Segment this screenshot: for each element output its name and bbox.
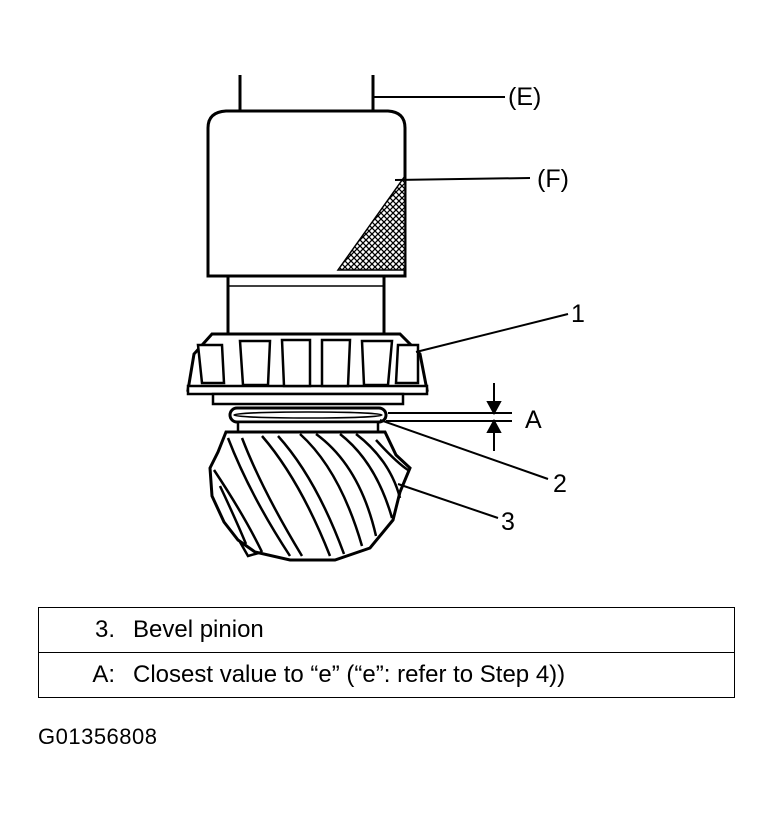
legend-key: A: — [92, 661, 115, 688]
legend-row: 3. Bevel pinion — [38, 607, 735, 653]
tool-neck — [226, 274, 386, 336]
dimension-a — [386, 383, 512, 451]
tool-rod-e — [238, 75, 375, 112]
callout-2: 2 — [553, 470, 567, 498]
callout-1: 1 — [571, 300, 585, 328]
press-tool-f — [206, 109, 407, 278]
legend-text: Bevel pinion — [133, 616, 264, 643]
roller-bearing — [186, 332, 429, 406]
legend-text: Closest value to “e” (“e”: refer to Step… — [133, 661, 566, 688]
bevel-pinion — [208, 420, 412, 562]
legend-table: 3. Bevel pinion A: Closest value to “e” … — [38, 607, 735, 698]
figure-id: G01356808 — [38, 724, 158, 749]
callout-3: 3 — [501, 508, 515, 536]
callout-a: A — [525, 406, 542, 434]
legend-key: 3. — [94, 616, 115, 643]
washer — [228, 406, 388, 424]
leader-lines — [373, 96, 569, 519]
bevel-pinion-diagram: (E) (F) 1 A 2 3 — [186, 75, 585, 562]
callout-e: (E) — [508, 83, 541, 111]
legend-row: A: Closest value to “e” (“e”: refer to S… — [38, 652, 735, 698]
callout-f: (F) — [537, 165, 569, 193]
